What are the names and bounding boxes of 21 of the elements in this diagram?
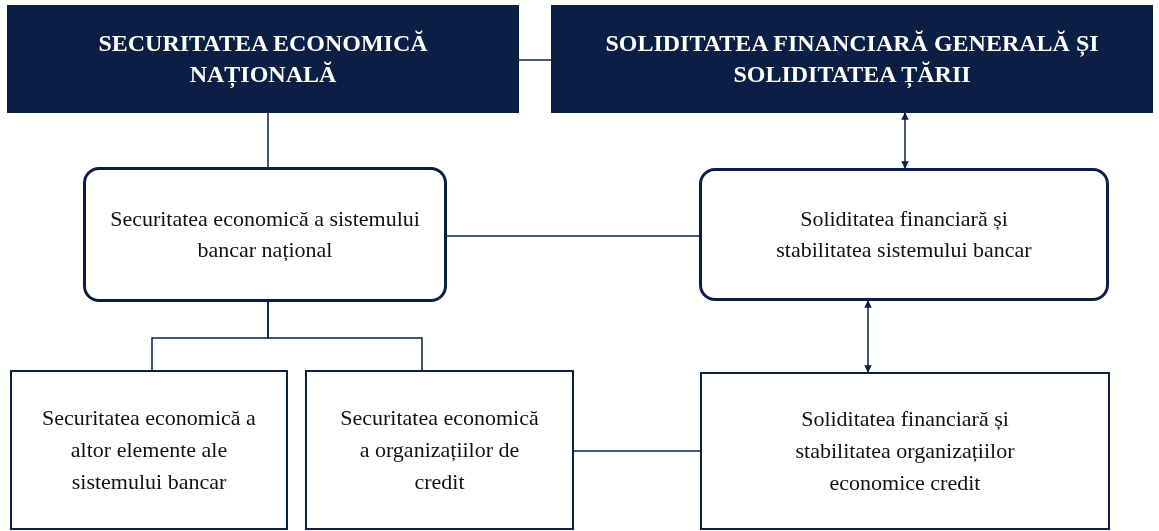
connector-line [267,301,423,371]
connector-line [573,450,701,452]
node-text: Securitatea economică a organizațiilor de credit [339,404,540,496]
node-text: Soliditatea financiară și stabilitatea sistemului bancar [775,204,1033,264]
process-box [305,370,574,530]
node-text: SECURITATEA ECONOMICĂ NAȚIONALĂ [97,28,429,90]
arrow [864,300,872,373]
process-box [700,372,1110,530]
connector-line [267,112,269,168]
header-box [551,5,1153,113]
node-text: Soliditatea financiară și stabilitatea organizațiilor economice credit [794,405,1016,497]
rounded-process-box [699,168,1109,301]
arrow [901,112,909,169]
node-text: SOLIDITATEA FINANCIARĂ GENERALĂ ȘI SOLIDITATEA ȚĂRII [604,28,1100,90]
connector-line [446,235,700,237]
connector-line [518,59,552,61]
process-box [10,370,288,530]
node-text: Securitatea economică a altor elemente ale sistemului bancar [41,404,257,496]
rounded-process-box [83,167,447,302]
header-box [7,5,519,113]
node-text: Securitatea economică a sistemului bancar național [109,204,421,264]
